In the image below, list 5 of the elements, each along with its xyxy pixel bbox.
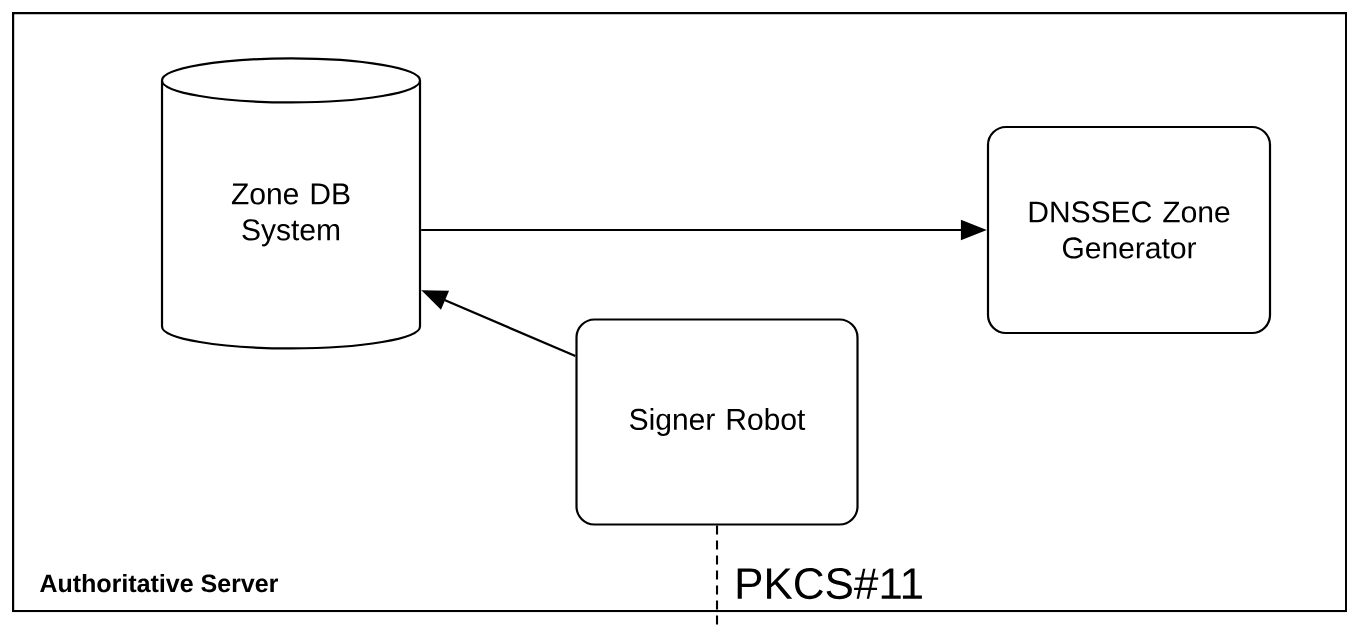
connector-line xyxy=(715,525,719,628)
process-box: DNSSEC Zone Generator xyxy=(986,125,1272,335)
process-box: Signer Robot xyxy=(575,318,859,526)
edge-label: PKCS#11 xyxy=(732,566,927,602)
database-cylinder: Zone DB System xyxy=(160,57,422,350)
